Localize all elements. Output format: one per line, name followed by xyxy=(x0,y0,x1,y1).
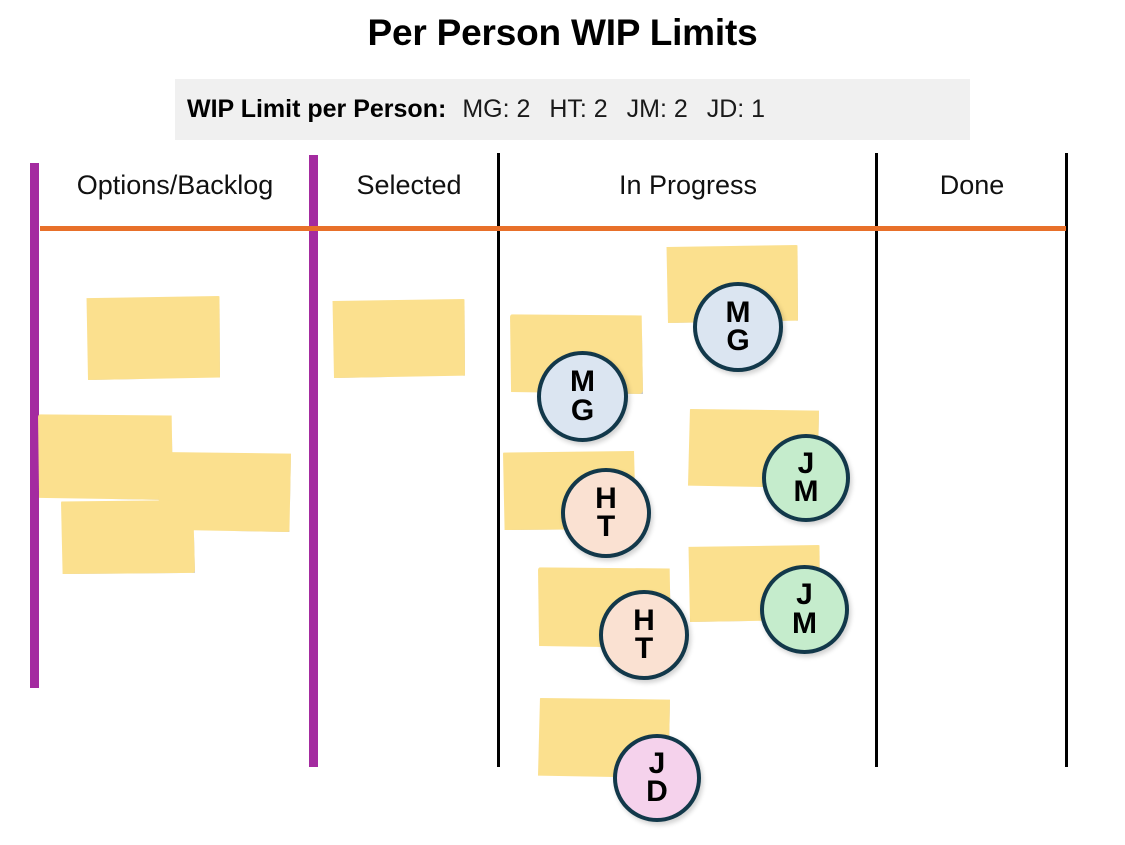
avatar-initial-top: H xyxy=(633,603,655,637)
avatar-initial-bottom: D xyxy=(646,775,668,808)
wip-limit-ht: HT: 2 xyxy=(549,95,608,123)
avatar-initial-top: M xyxy=(570,365,595,399)
avatar-initial-top: J xyxy=(796,578,813,612)
wip-limit-jd: JD: 1 xyxy=(706,95,766,123)
avatar-initial-bottom: M xyxy=(792,606,817,640)
card-selected-1[interactable] xyxy=(332,299,465,378)
card-options-backlog-1[interactable] xyxy=(86,296,220,380)
avatar-initial-bottom: G xyxy=(570,393,595,427)
inprogress-done-rule xyxy=(875,153,878,767)
avatar-ht-in-progress-5[interactable]: H T xyxy=(599,590,689,680)
board-right-rule xyxy=(1065,153,1068,767)
column-header-done: Done xyxy=(939,170,1005,200)
page-title: Per Person WIP Limits xyxy=(367,12,758,53)
header-divider-orange-rule xyxy=(40,226,1066,231)
avatar-initial-bottom: G xyxy=(726,324,750,357)
backlog-selected-purple-rule xyxy=(309,155,318,767)
card-options-backlog-4[interactable] xyxy=(61,500,195,574)
avatar-ht-in-progress-3[interactable]: H T xyxy=(561,468,651,558)
selected-inprogress-rule xyxy=(497,153,500,767)
wip-limit-mg: MG: 2 xyxy=(462,95,531,123)
avatar-initial-bottom: T xyxy=(596,510,616,543)
card-options-backlog-2[interactable] xyxy=(38,414,173,500)
avatar-jm-in-progress-6[interactable]: J M xyxy=(760,565,849,654)
avatar-jd-in-progress-7[interactable]: J D xyxy=(613,734,701,822)
avatar-initial-top: J xyxy=(797,446,815,480)
column-header-in-progress: In Progress xyxy=(618,170,758,200)
avatar-initial-bottom: M xyxy=(793,475,819,508)
wip-limit-banner: WIP Limit per Person: MG: 2 HT: 2 JM: 2 … xyxy=(175,79,970,140)
avatar-initial-top: H xyxy=(595,481,617,515)
column-header-options-backlog: Options/Backlog xyxy=(76,170,274,200)
avatar-mg-in-progress-2[interactable]: M G xyxy=(693,282,783,372)
wip-limit-jm: JM: 2 xyxy=(626,95,688,123)
board-left-purple-rule xyxy=(30,163,39,688)
column-header-selected: Selected xyxy=(356,170,462,200)
column-body-done[interactable] xyxy=(880,232,1062,765)
avatar-initial-bottom: T xyxy=(634,632,654,665)
wip-limit-values: MG: 2 HT: 2 JM: 2 JD: 1 xyxy=(462,95,765,124)
wip-limit-label: WIP Limit per Person: xyxy=(187,95,447,123)
avatar-jm-in-progress-4[interactable]: J M xyxy=(762,434,850,522)
avatar-initial-top: M xyxy=(725,295,751,329)
avatar-mg-in-progress-1[interactable]: M G xyxy=(537,351,628,442)
avatar-initial-top: J xyxy=(648,746,666,780)
